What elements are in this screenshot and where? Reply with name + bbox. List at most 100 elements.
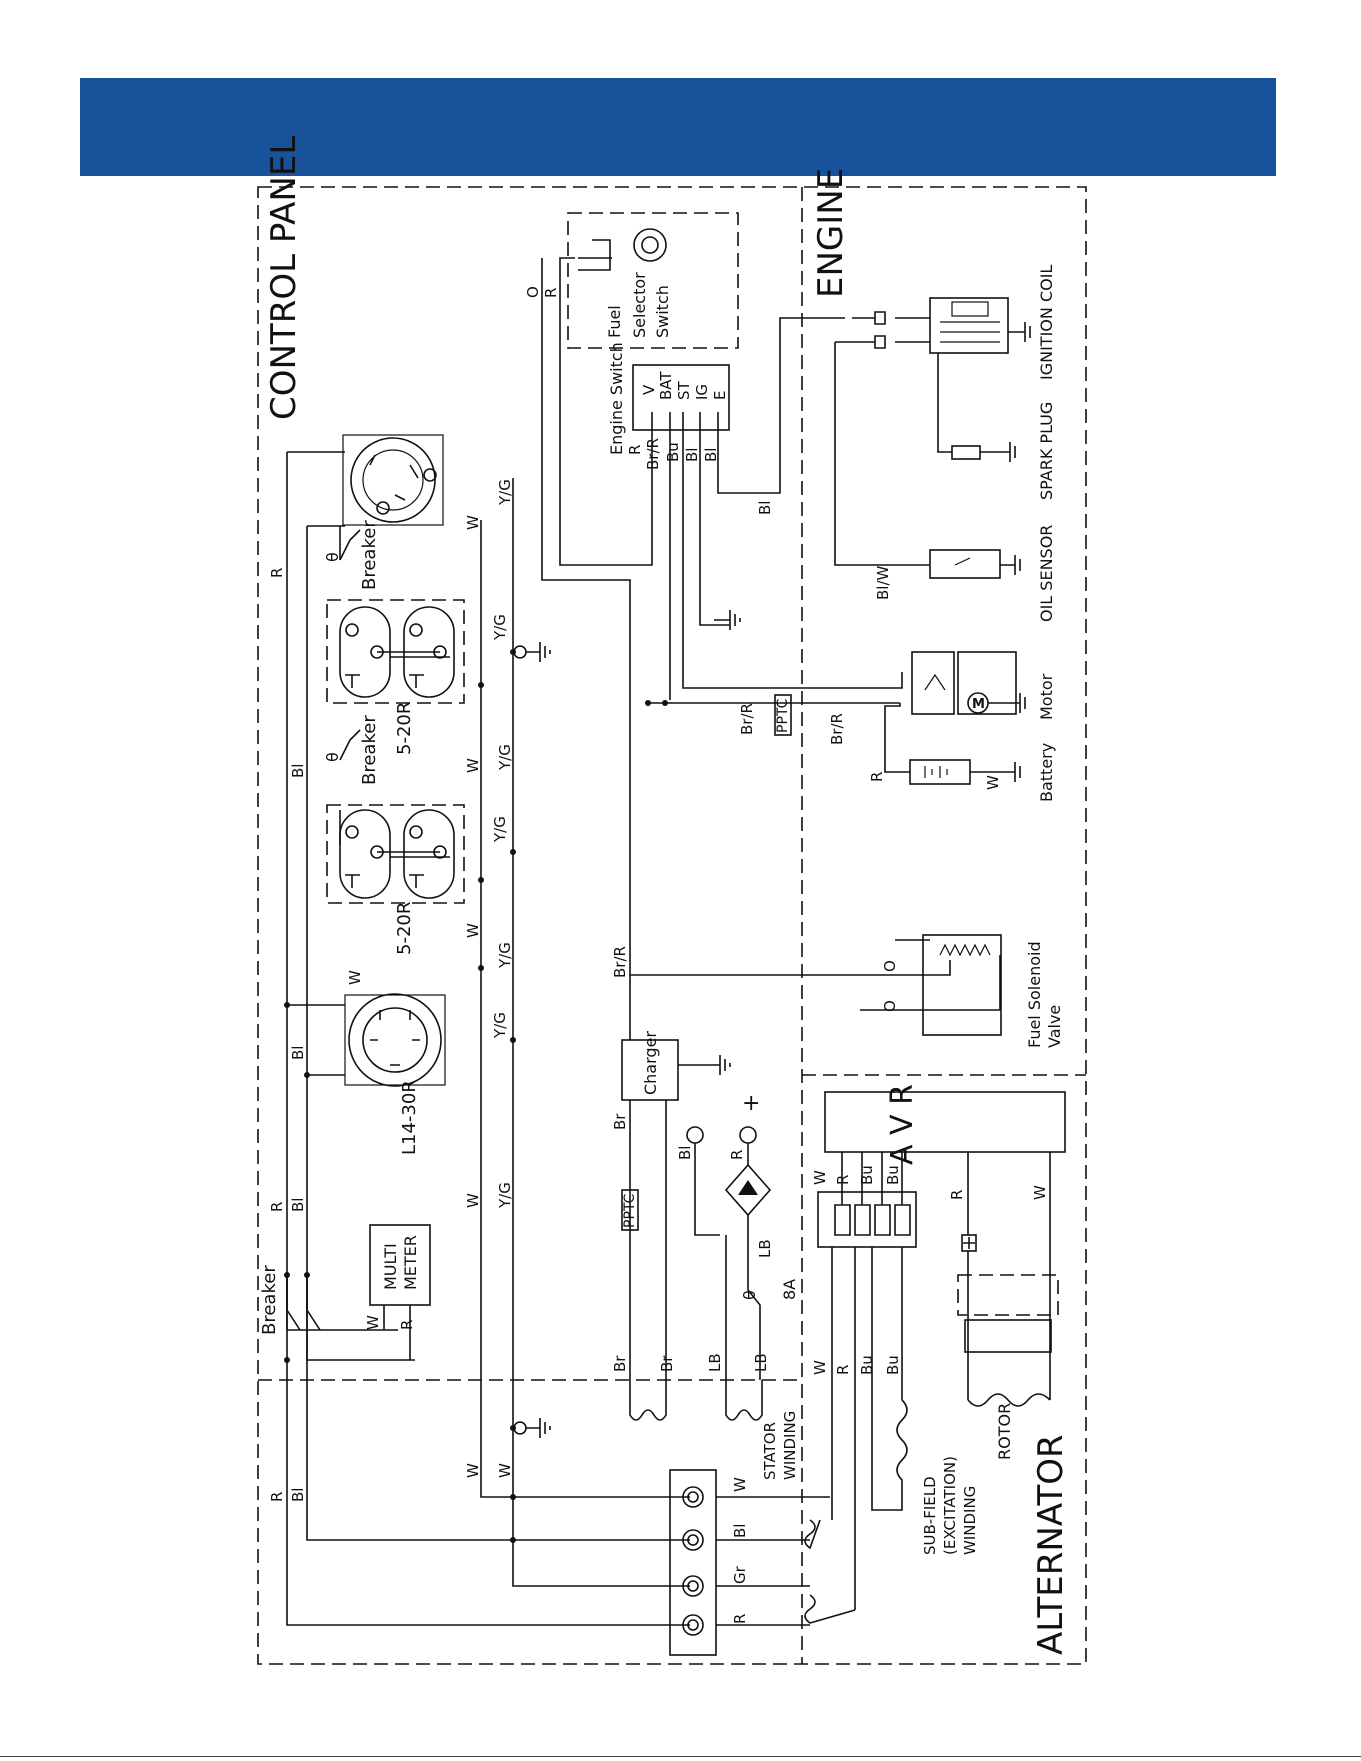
wire-label: Y/G xyxy=(496,744,514,771)
breaker-upper[interactable]: θ Breaker xyxy=(323,520,380,590)
breaker-middle[interactable]: θ Breaker xyxy=(323,715,380,785)
wire-label: W xyxy=(984,775,1002,790)
wire-label: Bl xyxy=(289,764,307,778)
wire-label: LB xyxy=(752,1353,770,1372)
wire-label: W xyxy=(346,970,364,985)
receptacle-label-5-20r-1: 5-20R xyxy=(394,702,415,755)
motor-symbol: M xyxy=(972,697,985,712)
wire-label: W xyxy=(464,758,482,773)
pin-bat: BAT xyxy=(657,371,675,400)
multimeter-label-1: MULTI xyxy=(381,1243,400,1290)
wire-labels: R Bl Bl R Bl R Bl W Y/G Y/G W Y/G Y/G W … xyxy=(268,286,1049,1624)
section-title-control-panel: CONTROL PANEL xyxy=(264,136,304,420)
wire-label: LB xyxy=(706,1353,724,1372)
fuel-selector-switch[interactable]: Fuel Selector Switch xyxy=(541,212,951,976)
wire-label: Bl/W xyxy=(874,565,892,600)
header-banner xyxy=(80,78,1276,176)
battery: Battery xyxy=(909,743,1056,802)
breaker-symbol: θ xyxy=(740,1290,759,1300)
wire-label: R xyxy=(268,1492,286,1502)
ignition-coil-label: IGNITION COIL xyxy=(1037,265,1056,380)
pptc-label-1: PPTC xyxy=(622,1193,638,1228)
pin-v: V xyxy=(640,384,658,395)
wire-label: R xyxy=(398,1320,416,1330)
wire-label: Bl xyxy=(756,501,774,515)
stator-label-2: WINDING xyxy=(781,1411,799,1480)
wire-label: Bu xyxy=(884,1165,902,1185)
breaker-label-middle: Breaker xyxy=(359,715,380,785)
receptacle-label-5-20r-2: 5-20R xyxy=(394,902,415,955)
breaker-main[interactable]: Breaker xyxy=(259,1265,321,1335)
wire-label: W xyxy=(496,1463,514,1478)
spark-plug-label: SPARK PLUG xyxy=(1037,402,1056,500)
wire-label: LB xyxy=(756,1239,774,1258)
oil-sensor-label: OIL SENSOR xyxy=(1037,525,1056,622)
wire-label: Br/R xyxy=(738,703,756,735)
charger-label: Charger xyxy=(641,1031,660,1095)
valve-label: Valve xyxy=(1045,1005,1064,1048)
wire-label: R xyxy=(626,445,644,455)
wire-label: Y/G xyxy=(496,1182,514,1209)
wire-label: O xyxy=(881,960,899,972)
pptc-label-2: PPTC xyxy=(775,698,791,733)
engine-switch-label: Engine Switch xyxy=(607,342,626,455)
wire-label: Y/G xyxy=(496,479,514,506)
footer-rule xyxy=(0,1756,1361,1757)
wire-label: Bl xyxy=(676,1146,694,1160)
wire-label: O xyxy=(881,1000,899,1012)
stator-label-1: STATOR xyxy=(761,1422,779,1480)
breaker-label-main: Breaker xyxy=(259,1265,280,1335)
wire-label: Bu xyxy=(884,1355,902,1375)
wire-label: Bl xyxy=(289,1198,307,1212)
duplex-receptacle-1 xyxy=(326,599,465,704)
subfield-label-1: SUB-FIELD xyxy=(921,1476,939,1555)
battery-label: Battery xyxy=(1037,743,1056,802)
wire-label: Br/R xyxy=(611,946,629,978)
rotor-label: ROTOR xyxy=(995,1403,1014,1460)
motor-label: Motor xyxy=(1037,673,1056,720)
fuel-solenoid-label: Fuel Solenoid xyxy=(1025,941,1044,1048)
section-title-engine: ENGINE xyxy=(811,168,851,298)
fuel-solenoid-valve: Fuel Solenoid Valve xyxy=(860,934,1064,1048)
subfield-label-3: WINDING xyxy=(961,1486,979,1555)
wire-label: Bl xyxy=(731,1524,749,1538)
plus-terminal: + xyxy=(742,1091,760,1116)
twist-lock-receptacle-top xyxy=(342,434,444,526)
wire-label: R xyxy=(268,568,286,578)
section-title-alternator: ALTERNATOR xyxy=(1031,1434,1071,1655)
wire-label: R xyxy=(834,1365,852,1375)
wire-label: W xyxy=(811,1170,829,1185)
avr-module: A V R xyxy=(817,1084,1066,1610)
wire-label: W xyxy=(1031,1185,1049,1200)
rotor: ROTOR xyxy=(957,1251,1059,1460)
pin-ig: IG xyxy=(693,384,711,400)
wire-label: W xyxy=(464,923,482,938)
dc-output: + θ 8A xyxy=(686,1091,799,1421)
wire-label: Bu xyxy=(858,1165,876,1185)
wire-label: Y/G xyxy=(491,614,509,641)
wire-label: W xyxy=(464,1463,482,1478)
wire-label: R xyxy=(728,1150,746,1160)
wire-label: Gr xyxy=(731,1565,749,1584)
sub-field-winding: SUB-FIELD (EXCITATION) WINDING xyxy=(871,1399,979,1555)
switch-label: Switch xyxy=(653,285,672,338)
wire-label: R xyxy=(868,772,886,782)
breaker-symbol: θ xyxy=(323,752,342,762)
wire-label: Y/G xyxy=(496,942,514,969)
oil-sensor: OIL SENSOR xyxy=(929,525,1056,622)
wire-label: Br/R xyxy=(644,438,662,470)
wire-label: W xyxy=(464,1193,482,1208)
fuel-label: Fuel xyxy=(605,305,624,338)
wire-label: Br xyxy=(611,1355,629,1372)
wire-label: Bl xyxy=(289,1046,307,1060)
wire-label: R xyxy=(731,1614,749,1624)
multimeter-label-2: METER xyxy=(401,1235,420,1290)
duplex-receptacle-2 xyxy=(326,804,465,904)
wire-label: Bu xyxy=(858,1355,876,1375)
subfield-label-2: (EXCITATION) xyxy=(941,1456,959,1555)
junction-dots xyxy=(284,649,516,1543)
pin-st: ST xyxy=(675,380,693,400)
breaker-symbol: θ xyxy=(323,552,342,562)
engine-switch[interactable]: Engine Switch V BAT ST IG E xyxy=(559,257,903,700)
